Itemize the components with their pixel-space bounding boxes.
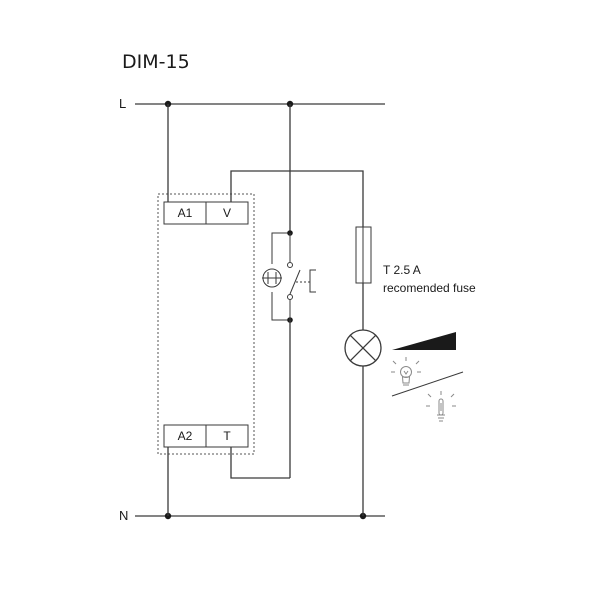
brightness-ramp-icon bbox=[392, 332, 456, 350]
terminal-t: T bbox=[223, 429, 231, 443]
brightness-divider bbox=[391, 371, 464, 397]
line-rail-label: L bbox=[119, 96, 126, 111]
pushbutton-icon bbox=[262, 104, 316, 478]
lamp-cross-icon bbox=[344, 329, 382, 367]
fuse-rating: T 2.5 A bbox=[383, 263, 421, 277]
terminal-v: V bbox=[223, 206, 231, 220]
wire-t-to-switch bbox=[230, 447, 290, 479]
diagram-title: DIM-15 bbox=[122, 51, 190, 73]
neutral-rail bbox=[135, 512, 385, 520]
terminal-a2: A2 bbox=[178, 429, 193, 443]
terminal-a1: A1 bbox=[178, 206, 193, 220]
wire-v-to-fuse bbox=[230, 170, 364, 227]
bulb-dim-icon bbox=[391, 357, 421, 386]
neutral-rail-label: N bbox=[119, 508, 128, 523]
line-rail bbox=[135, 100, 385, 108]
fuse-note: recomended fuse bbox=[383, 281, 476, 295]
bulb-bright-icon bbox=[426, 391, 456, 422]
dimmer-module: A1 V A2 T bbox=[157, 193, 255, 455]
